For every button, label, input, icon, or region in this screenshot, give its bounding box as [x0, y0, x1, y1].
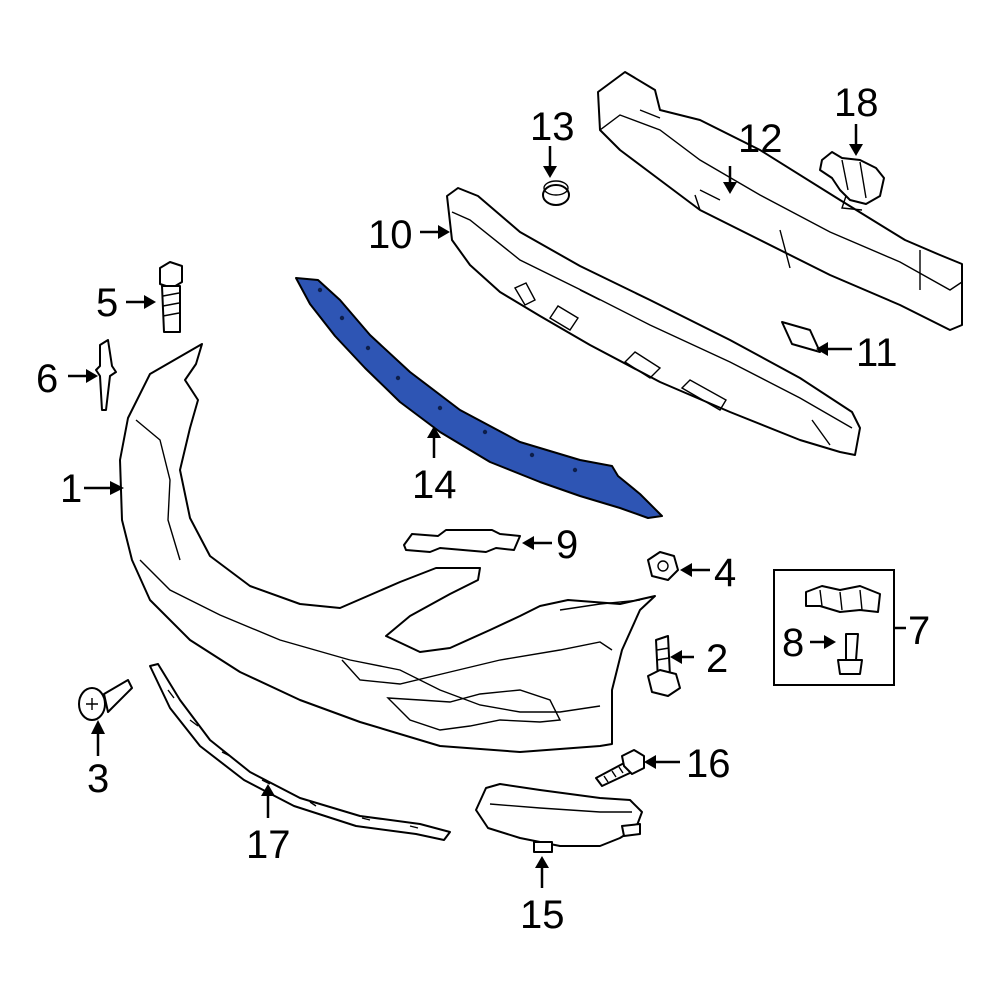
callout-11: 11 [856, 331, 898, 375]
callout-labels: 1 2 3 4 5 6 7 8 9 10 11 12 13 14 15 16 1… [36, 81, 930, 937]
part-8-screw[interactable] [837, 633, 863, 675]
callout-1: 1 [60, 467, 82, 511]
callout-7: 7 [908, 609, 930, 653]
callout-14: 14 [412, 463, 457, 507]
callout-12: 12 [738, 117, 783, 161]
callout-13: 13 [530, 105, 575, 149]
part-2-bolt[interactable] [647, 635, 681, 697]
callout-3: 3 [87, 757, 109, 801]
part-5-bolt[interactable] [159, 261, 183, 333]
callout-17: 17 [246, 823, 291, 867]
callout-16: 16 [686, 742, 731, 786]
callout-2: 2 [706, 637, 728, 681]
callout-18: 18 [834, 81, 879, 125]
part-15-bezel[interactable] [475, 783, 643, 853]
part-4-nut[interactable] [647, 551, 679, 581]
callout-10: 10 [368, 213, 413, 257]
callout-15: 15 [520, 893, 565, 937]
part-10-absorber[interactable] [446, 187, 861, 456]
part-11-pad[interactable] [781, 321, 821, 353]
leader-lines [68, 124, 906, 888]
part-17-lower-strip[interactable] [149, 663, 451, 841]
part-13-cap[interactable] [542, 180, 570, 206]
part-1-bumper-cover[interactable] [119, 343, 656, 753]
part-3-screw[interactable] [78, 679, 133, 721]
part-18-clip[interactable] [819, 151, 885, 211]
part-6-pin[interactable] [95, 339, 117, 411]
callout-6: 6 [36, 357, 58, 401]
part-7-clip[interactable] [805, 585, 881, 613]
part-14-highlighted[interactable] [295, 277, 663, 519]
callout-4: 4 [714, 551, 736, 595]
part-16-bolt[interactable] [595, 749, 645, 787]
callout-5: 5 [96, 281, 118, 325]
part-9-bracket[interactable] [403, 529, 521, 553]
part-12-reinforcement-bar[interactable] [597, 71, 963, 331]
callout-9: 9 [556, 523, 578, 567]
callout-8: 8 [782, 621, 804, 665]
